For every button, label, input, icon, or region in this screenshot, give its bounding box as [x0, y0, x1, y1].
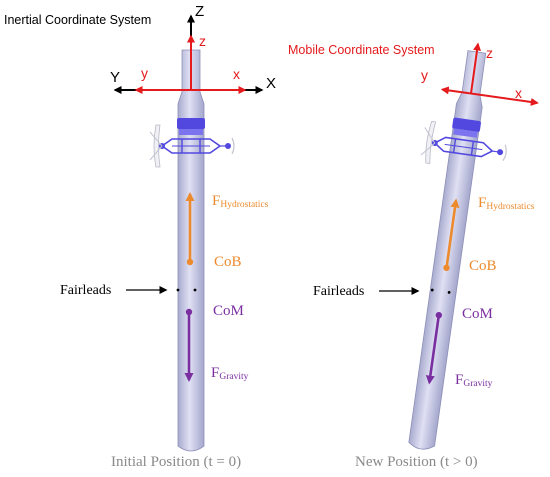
mobile-y-label-new: y — [421, 67, 428, 83]
fairleads-label: Fairleads — [60, 283, 111, 298]
fairlead-point — [430, 288, 434, 292]
cob-label: CoB — [214, 254, 242, 270]
mobile-x-axis-new — [470, 92, 539, 106]
rotor-blades — [149, 124, 235, 168]
inertial-z-label: Z — [195, 3, 204, 20]
mobile-z-axis-new — [469, 42, 482, 94]
center-of-mass-marker — [185, 308, 193, 316]
new-position-group: Mobile Coordinate System z y x FHydrosta… — [288, 42, 539, 470]
com-label: CoM — [462, 306, 493, 322]
inertial-system-title: Inertial Coordinate System — [4, 13, 151, 27]
hydrostatic-force-label: FHydrostatics — [212, 193, 269, 210]
gravity-force-arrow — [425, 315, 441, 385]
caption-initial: Initial Position (t = 0) — [111, 454, 241, 470]
caption-new: New Position (t > 0) — [355, 454, 478, 470]
inertial-x-label: X — [266, 75, 276, 92]
com-label: CoM — [213, 303, 244, 319]
mobile-y-axis-new — [440, 86, 472, 95]
hydrostatic-force-label: FHydrostatics — [478, 195, 535, 212]
mobile-y-label-initial: y — [141, 65, 148, 81]
fairlead-point — [193, 288, 197, 292]
center-of-buoyancy-marker — [186, 258, 194, 266]
mobile-axes-new — [440, 42, 539, 106]
platform-cylinder — [408, 50, 487, 450]
mobile-system-title: Mobile Coordinate System — [288, 43, 435, 57]
gravity-force-label: FGravity — [455, 372, 493, 389]
center-of-mass-marker — [435, 312, 443, 319]
hydrostatic-force-arrow — [445, 198, 460, 269]
initial-position-group: Inertial Coordinate System Z Y X z y x F… — [4, 3, 276, 470]
fairlead-point — [176, 288, 180, 292]
fairleads-label: Fairleads — [313, 284, 364, 299]
fairlead-point — [447, 291, 451, 294]
mobile-x-label-new: x — [515, 85, 522, 101]
mobile-x-label-initial: x — [233, 66, 240, 82]
mobile-axes-initial — [134, 34, 247, 94]
mobile-z-label-new: z — [486, 45, 493, 61]
gravity-force-label: FGravity — [211, 365, 249, 382]
center-of-buoyancy-marker — [443, 264, 450, 272]
rotor-blades — [420, 120, 507, 164]
mobile-z-label-initial: z — [199, 33, 206, 49]
inertial-y-label: Y — [110, 69, 120, 86]
cob-label: CoB — [469, 258, 497, 274]
